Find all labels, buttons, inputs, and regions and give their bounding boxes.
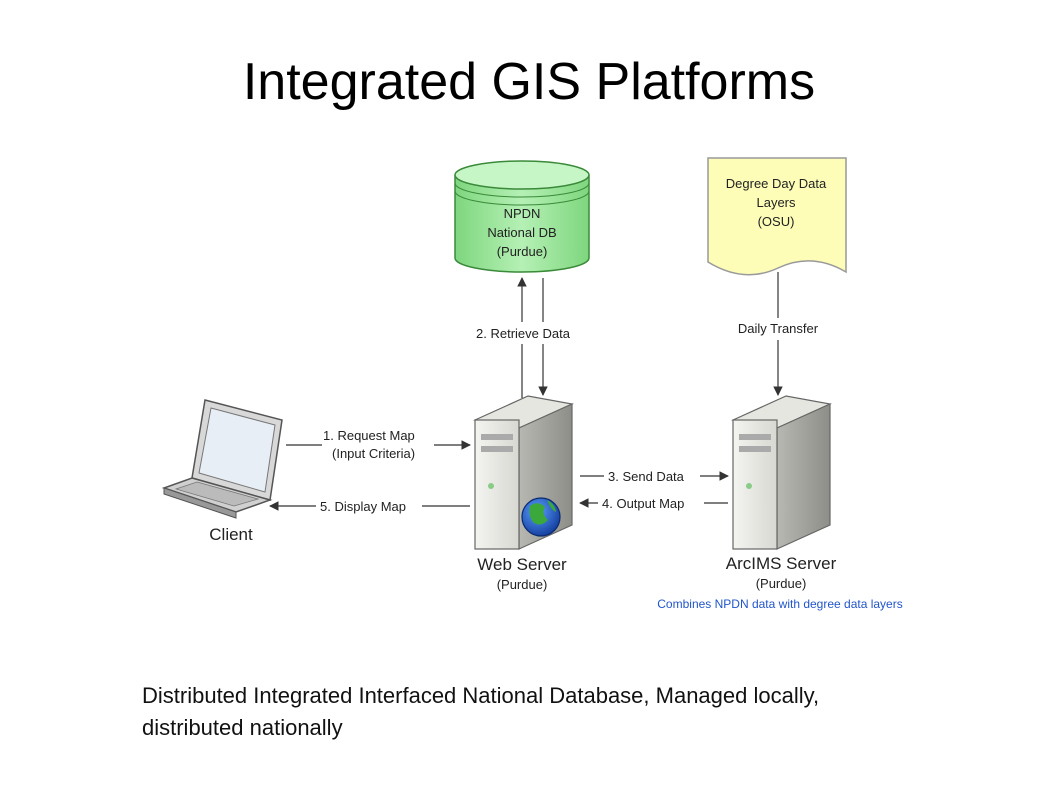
database-top bbox=[454, 160, 590, 190]
database-label-line2: National DB bbox=[487, 225, 556, 240]
server-front bbox=[474, 419, 520, 550]
power-light bbox=[746, 483, 752, 489]
arcims-server-sublabel: (Purdue) bbox=[756, 576, 807, 591]
database-body bbox=[454, 175, 590, 273]
globe-land bbox=[529, 503, 548, 525]
client-laptop-icon: Client bbox=[161, 399, 283, 544]
npdn-database: NPDN National DB (Purdue) bbox=[454, 160, 590, 273]
database-ring bbox=[454, 182, 590, 198]
laptop-keys bbox=[174, 481, 260, 507]
degree-day-document: Degree Day Data Layers (OSU) bbox=[707, 157, 847, 276]
globe-land bbox=[547, 500, 556, 512]
globe-icon bbox=[521, 497, 561, 537]
slide-title: Integrated GIS Platforms bbox=[242, 53, 816, 111]
arcims-note: Combines NPDN data with degree data laye… bbox=[657, 597, 902, 611]
flow-request-label-line1: 1. Request Map bbox=[323, 428, 415, 443]
document-label-line1: Degree Day Data bbox=[726, 176, 827, 191]
database-label-line1: NPDN bbox=[504, 206, 541, 221]
web-server-label: Web Server bbox=[477, 555, 567, 574]
laptop-edge bbox=[163, 487, 237, 519]
drive-bay bbox=[481, 446, 513, 452]
laptop-screen bbox=[198, 407, 276, 493]
drive-bay bbox=[739, 446, 771, 452]
database-ring bbox=[454, 190, 590, 206]
label-bg bbox=[598, 493, 704, 513]
arcims-server-icon bbox=[731, 395, 832, 550]
flow-output-label: 4. Output Map bbox=[602, 496, 684, 511]
label-bg bbox=[322, 424, 434, 464]
flow-retrieve-label: 2. Retrieve Data bbox=[476, 326, 571, 341]
drive-bay bbox=[739, 434, 771, 440]
flow-send-label: 3. Send Data bbox=[608, 469, 685, 484]
document-label-line3: (OSU) bbox=[758, 214, 795, 229]
flow-display-label: 5. Display Map bbox=[320, 499, 406, 514]
label-bg bbox=[604, 466, 700, 486]
drive-bay bbox=[481, 434, 513, 440]
client-label: Client bbox=[209, 525, 253, 544]
flow-daily-label: Daily Transfer bbox=[738, 321, 819, 336]
server-front bbox=[732, 419, 778, 550]
label-bg bbox=[464, 322, 582, 344]
flow-request-label-line2: (Input Criteria) bbox=[332, 446, 415, 461]
label-bg bbox=[728, 318, 828, 340]
power-light bbox=[488, 483, 494, 489]
document-shape bbox=[707, 157, 847, 276]
label-bg bbox=[316, 496, 422, 516]
document-label-line2: Layers bbox=[756, 195, 796, 210]
web-server-sublabel: (Purdue) bbox=[497, 577, 548, 592]
arcims-server-label: ArcIMS Server bbox=[726, 554, 837, 573]
slide-footer-text: Distributed Integrated Interfaced Nation… bbox=[142, 683, 820, 740]
server-side bbox=[776, 403, 831, 550]
database-label-line3: (Purdue) bbox=[497, 244, 548, 259]
